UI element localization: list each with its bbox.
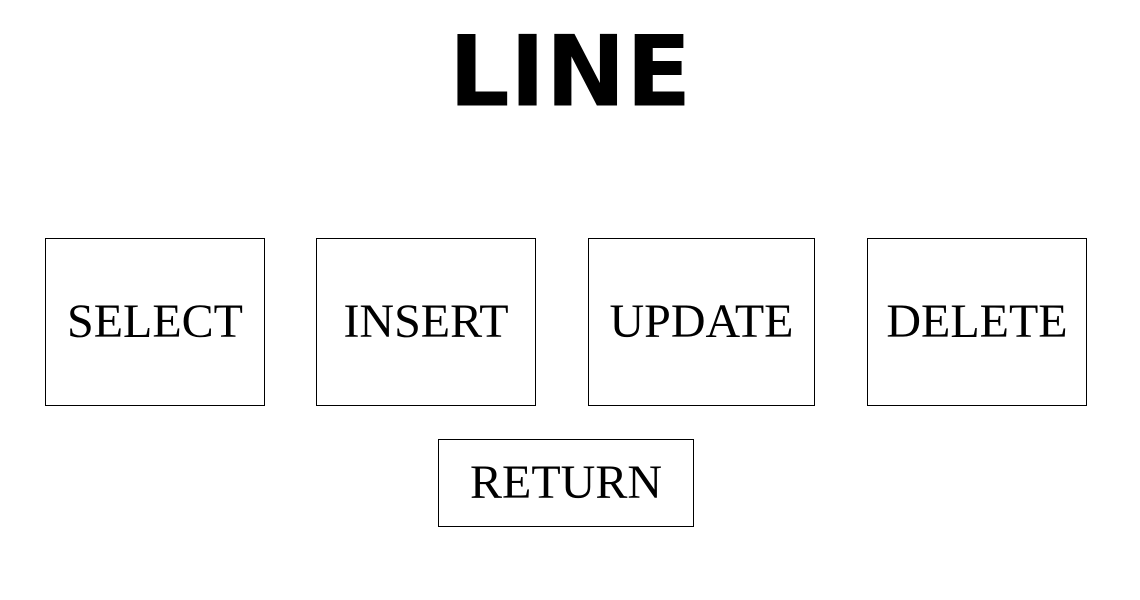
- return-button[interactable]: RETURN: [438, 439, 694, 527]
- page-title: LINE: [448, 14, 692, 130]
- select-button[interactable]: SELECT: [45, 238, 265, 406]
- update-button[interactable]: UPDATE: [588, 238, 815, 406]
- delete-button[interactable]: DELETE: [867, 238, 1087, 406]
- insert-button[interactable]: INSERT: [316, 238, 536, 406]
